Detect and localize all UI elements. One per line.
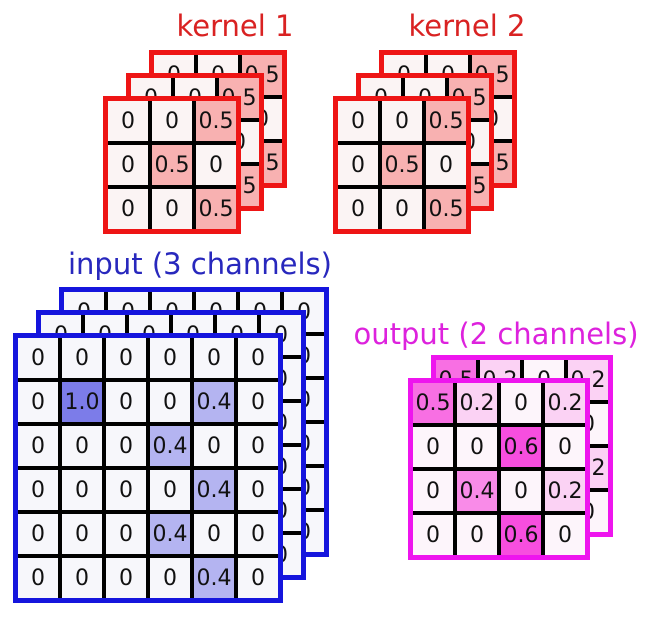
kernel-2-cell: 0	[382, 101, 422, 141]
output-channels-cell: 0	[545, 515, 585, 555]
input-channels-cell: 0	[62, 514, 102, 554]
kernel-2-cell: 0	[382, 189, 422, 229]
output-channels-cell: 0	[457, 515, 497, 555]
input-channels-cell: 0	[106, 558, 146, 598]
input-channels-cell: 0	[238, 382, 278, 422]
input-channels-cell: 0	[18, 426, 58, 466]
input-channels-cell: 0	[194, 514, 234, 554]
output-channels-cell: 0.2	[545, 471, 585, 511]
input-channels-cell: 0	[238, 426, 278, 466]
kernel-2-cell: 0	[338, 189, 378, 229]
kernel-1-cell: 0.5	[196, 101, 236, 141]
input-channels-cell: 0	[238, 470, 278, 510]
kernel-2-cell: 0	[338, 145, 378, 185]
input-channels-cell: 0	[150, 382, 190, 422]
output-channels-cell: 0.2	[457, 383, 497, 423]
kernel-1-cell: 0	[152, 189, 192, 229]
input-channels-cell: 0	[18, 514, 58, 554]
kernel-1-cell: 0	[108, 145, 148, 185]
input-channels-cell: 0	[106, 470, 146, 510]
input-channels-cell: 0	[194, 426, 234, 466]
output-channels-cell: 0	[413, 427, 453, 467]
output-channels-cell: 0.2	[545, 383, 585, 423]
input-channels-cell: 0	[62, 558, 102, 598]
input-channels-cell: 0	[18, 382, 58, 422]
kernel-2-title: kernel 2	[408, 9, 526, 43]
kernel-1-cell: 0	[108, 189, 148, 229]
input-channels-cell: 0	[194, 338, 234, 378]
input-channels-cell: 0.4	[150, 426, 190, 466]
input-channels-cell: 0	[150, 558, 190, 598]
input-channels-cell: 0	[18, 470, 58, 510]
output-channels-cell: 0	[501, 383, 541, 423]
kernel-1-cell: 0	[196, 145, 236, 185]
output-channels-cell: 0	[501, 471, 541, 511]
input-channels-cell: 0	[238, 514, 278, 554]
input-channels-cell: 0	[62, 338, 102, 378]
kernel-1-cell: 0.5	[152, 145, 192, 185]
output-title: output (2 channels)	[353, 317, 639, 351]
output-channels-cell: 0.4	[457, 471, 497, 511]
input-channels-cell: 0.4	[150, 514, 190, 554]
input-channels-cell: 0.4	[194, 470, 234, 510]
input-channels-cell: 0	[106, 338, 146, 378]
input-channels-cell: 0	[106, 426, 146, 466]
input-channels-cell: 0	[150, 470, 190, 510]
kernel-2-cell: 0.5	[426, 189, 466, 229]
output-channels-cell: 0.5	[413, 383, 453, 423]
input-channels-cell: 0	[18, 558, 58, 598]
kernel-1-cell: 0	[108, 101, 148, 141]
input-channels-cell: 0.4	[194, 382, 234, 422]
output-channels-cell: 0.6	[501, 515, 541, 555]
kernel-2-cell: 0.5	[426, 101, 466, 141]
input-channels-cell: 0	[106, 514, 146, 554]
kernel-1-cell: 0.5	[196, 189, 236, 229]
kernel-1-title: kernel 1	[176, 9, 294, 43]
output-channels-cell: 0.6	[501, 427, 541, 467]
input-channels-cell: 0	[238, 338, 278, 378]
input-channels-cell: 1.0	[62, 382, 102, 422]
kernel-2-cell: 0.5	[382, 145, 422, 185]
output-channels-cell: 0	[413, 471, 453, 511]
input-channels-cell: 0	[106, 382, 146, 422]
input-channels-cell: 0	[150, 338, 190, 378]
output-channels-cell: 0	[413, 515, 453, 555]
input-channels-cell: 0	[238, 558, 278, 598]
input-channels-cell: 0.4	[194, 558, 234, 598]
kernel-2-cell: 0	[338, 101, 378, 141]
kernel-2-cell: 0	[426, 145, 466, 185]
input-channels-cell: 0	[62, 470, 102, 510]
input-channels-cell: 0	[62, 426, 102, 466]
output-channels-cell: 0	[545, 427, 585, 467]
output-channels-cell: 0	[457, 427, 497, 467]
input-title: input (3 channels)	[68, 247, 332, 281]
input-channels-cell: 0	[18, 338, 58, 378]
kernel-1-cell: 0	[152, 101, 192, 141]
